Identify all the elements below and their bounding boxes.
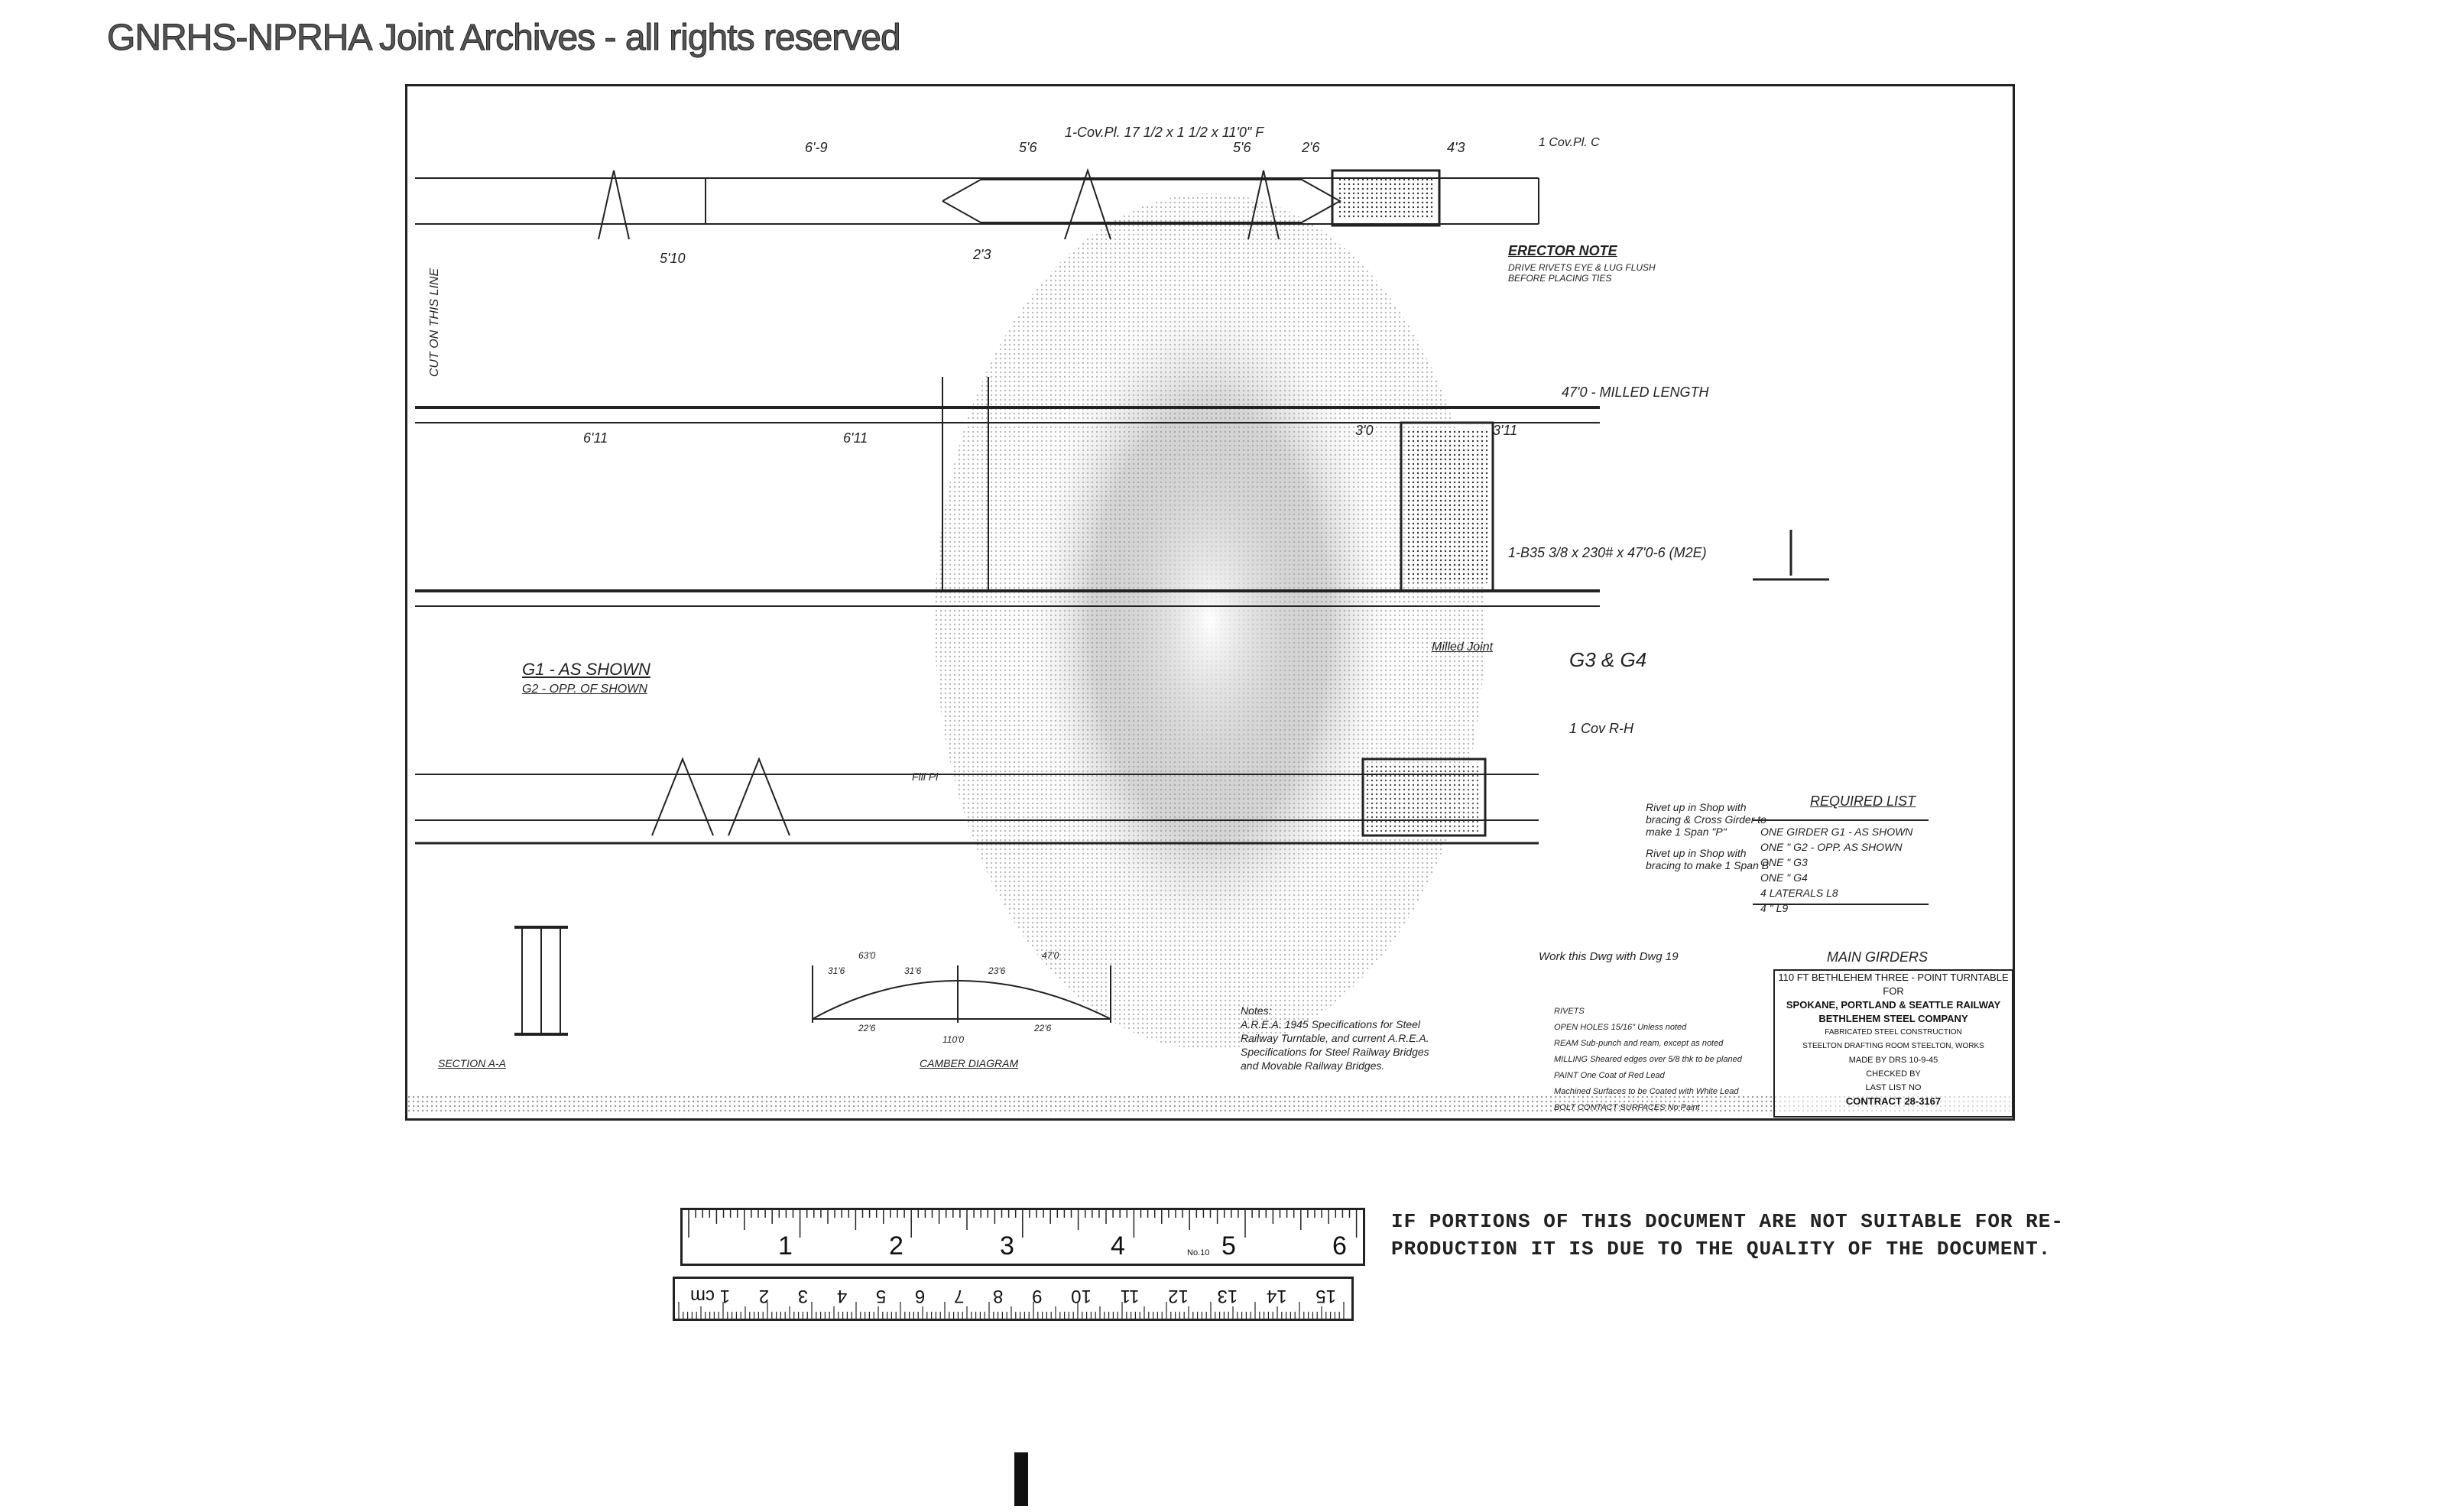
fill-plate-label: Fill Pl [912,771,939,783]
company-sub-2: STEELTON DRAFTING ROOM STEELTON, WORKS [1802,1042,1984,1050]
checked-by: CHECKED BY [1866,1069,1921,1079]
cover-plate-label: 1-Cov.Pl. 17 1/2 x 1 1/2 x 11'0" F [1065,125,1264,140]
ruler-mark: No.10 [1187,1248,1210,1257]
cut-line-label: CUT ON THIS LINE [428,268,442,378]
registration-mark [1014,1452,1028,1506]
camber-dim: 63'0 [858,950,876,961]
ruler-inch-label: 5 [1221,1231,1236,1261]
milled-joint-label: Milled Joint [1432,641,1494,654]
spec-notes: Notes: A.R.E.A. 1945 Specifications for … [1241,1004,1429,1072]
ruler-inch-label: 6 [1332,1231,1347,1261]
company-name: BETHLEHEM STEEL COMPANY [1818,1013,1968,1024]
required-list-row: ONE " G2 - OPP. AS SHOWN [1760,841,1903,853]
rivet-note-1: Rivet up in Shop with bracing & Cross Gi… [1646,801,1766,838]
erector-note-body: DRIVE RIVETS EYE & LUG FLUSH BEFORE PLAC… [1508,262,1656,284]
ruler-inch-label: 4 [1111,1231,1125,1261]
required-list: ONE GIRDER G1 - AS SHOWN ONE " G2 - OPP.… [1760,824,1936,916]
document-stain-center [1011,262,1409,981]
archive-header: GNRHS-NPRHA Joint Archives - all rights … [107,18,902,59]
camber-dim: 47'0 [1042,950,1059,961]
cov-rh-label: 1 Cov R-H [1569,721,1634,736]
title-line-1: 110 FT BETHLEHEM THREE - POINT TURNTABLE [1778,972,2009,983]
notice-line-2: PRODUCTION IT IS DUE TO THE QUALITY OF T… [1391,1238,2052,1261]
company-sub-1: FABRICATED STEEL CONSTRUCTION [1825,1028,1962,1037]
rivet-field-lower [1367,763,1481,832]
g2-label: G2 - OPP. OF SHOWN [522,683,647,696]
rivet-field-splice [1405,430,1489,583]
camber-dim: 110'0 [942,1034,965,1045]
cm-ruler-ticks [678,1302,1345,1319]
ruler-inch-label: 3 [1000,1231,1014,1261]
required-list-row: ONE GIRDER G1 - AS SHOWN [1760,826,1913,838]
rivet-note-2: Rivet up in Shop with bracing to make 1 … [1646,847,1770,871]
contract-number: CONTRACT 28-3167 [1845,1095,1942,1107]
dim-mid-4: 3'11 [1493,423,1518,438]
camber-diagram-label: CAMBER DIAGRAM [920,1057,1019,1069]
required-list-row: ONE " G4 [1760,871,1808,884]
plate-spec-label: 1-B35 3/8 x 230# x 47'0-6 (M2E) [1508,545,1707,560]
lower-girder-elevation [415,757,1539,845]
notice-line-1: IF PORTIONS OF THIS DOCUMENT ARE NOT SUI… [1391,1210,2064,1233]
work-note: Work this Dwg with Dwg 19 [1539,950,1679,963]
fabrication-notes: RIVETS OPEN HOLES 15/16" Unless noted RE… [1554,1007,1742,1112]
required-list-row: 4 " L9 [1760,902,1789,914]
required-list-row: 4 LATERALS L8 [1760,887,1838,899]
camber-dim: 23'6 [988,965,1006,976]
inch-ruler-ticks [688,1210,1358,1238]
ruler-inch-label: 2 [889,1231,903,1261]
required-list-title: REQUIRED LIST [1810,793,1916,809]
title-line-2: FOR [1883,985,1904,997]
title-block: 110 FT BETHLEHEM THREE - POINT TURNTABLE… [1773,969,2013,1118]
drawn-by: MADE BY DRS 10-9-45 [1848,1056,1938,1065]
engineering-drawing [407,167,2013,1115]
camber-dim: 22'6 [858,1023,876,1033]
dim-top-7: 5'10 [660,251,686,266]
required-list-row: ONE " G3 [1760,856,1808,868]
mid-girder-elevation [415,377,1600,607]
cover-plate-right-label: 1 Cov.Pl. C [1539,136,1600,149]
dim-mid-2: 6'11 [843,430,868,446]
rivet-field-top [1336,177,1435,219]
tee-section-detail [1753,530,1829,581]
dim-top-1: 6'-9 [805,140,828,155]
erector-note-title: ERECTOR NOTE [1508,243,1617,258]
camber-dim: 31'6 [904,965,922,976]
camber-dim: 31'6 [828,965,845,976]
camber-diagram [812,965,1111,1023]
drawing-sheet: CUT ON THIS LINE 1-Cov.Pl. 17 1/2 x 1 1/… [405,84,2015,1121]
dim-top-3: 5'6 [1233,140,1251,155]
g1-label: G1 - AS SHOWN [522,660,650,679]
title-heading: MAIN GIRDERS [1827,949,1929,965]
required-list-table [1753,819,1929,905]
dim-top-5: 4'3 [1447,140,1465,155]
ruler-inch-label: 1 [778,1231,793,1261]
section-aa-label: SECTION A-A [438,1057,506,1069]
scan-noise [407,1095,2013,1115]
camber-dim: 22'6 [1034,1023,1052,1033]
dim-top-4: 2'6 [1302,140,1320,155]
dim-top-2: 5'6 [1019,140,1037,155]
section-aa-sketch [514,926,568,1036]
title-line-3: SPOKANE, PORTLAND & SEATTLE RAILWAY [1786,999,2001,1011]
dim-top-6: 2'3 [973,247,991,262]
last-list: LAST LIST NO [1865,1083,1922,1092]
reproduction-notice: IF PORTIONS OF THIS DOCUMENT ARE NOT SUI… [1391,1208,2064,1263]
inch-ruler: 1 2 3 4 5 6 No.10 [680,1208,1365,1266]
milled-length-label: 47'0 - MILLED LENGTH [1562,384,1709,400]
dim-mid-3: 3'0 [1355,423,1374,438]
g3-g4-label: G3 & G4 [1569,648,1647,671]
dim-mid-1: 6'11 [583,430,608,446]
